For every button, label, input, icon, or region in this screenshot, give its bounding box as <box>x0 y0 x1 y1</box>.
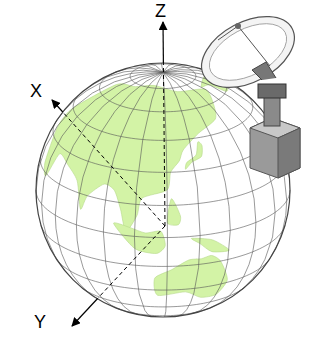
antenna <box>190 2 306 178</box>
continent <box>44 84 216 232</box>
globe <box>36 63 290 317</box>
continent <box>191 238 229 252</box>
axis-arrow <box>72 299 97 326</box>
axis-hidden <box>163 63 165 226</box>
axis-hidden <box>63 112 165 226</box>
globe-outline <box>36 63 290 317</box>
axes <box>52 22 165 326</box>
continent <box>114 223 166 254</box>
axis-label: Y <box>34 313 46 331</box>
graticule <box>36 63 290 317</box>
continent <box>167 199 180 226</box>
axis-arrow <box>52 100 63 112</box>
axis-arrow <box>162 22 164 63</box>
axis-label: Z <box>155 2 166 20</box>
axis-hidden <box>97 226 165 299</box>
axis-label: X <box>30 82 42 100</box>
